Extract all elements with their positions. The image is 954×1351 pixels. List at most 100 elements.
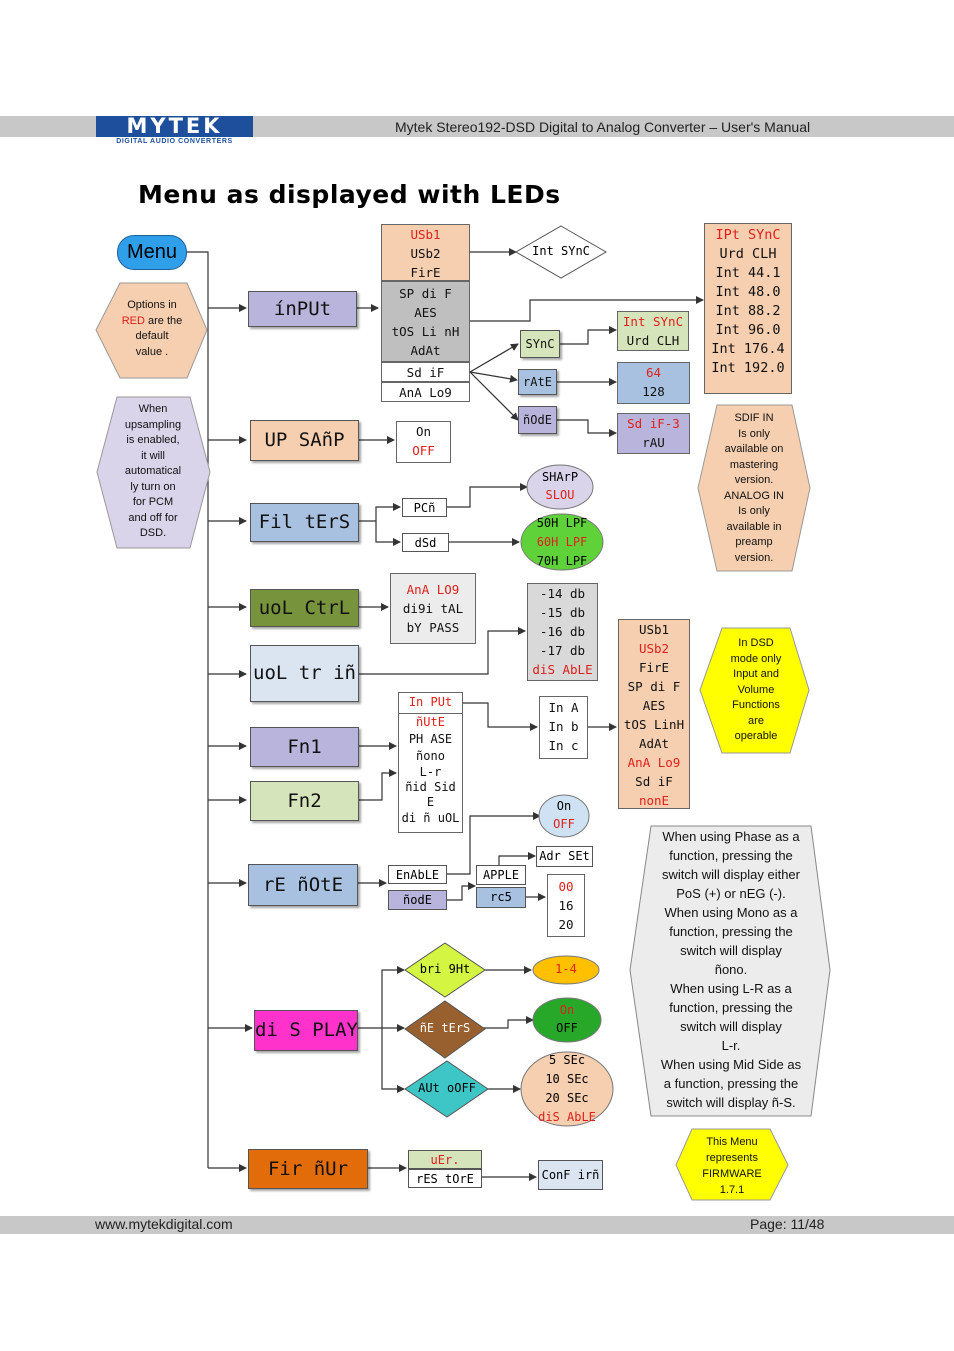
note-line: version. (734, 551, 774, 564)
remote-enable-box[interactable]: EnAbLE (388, 865, 447, 884)
menu-item-voltrim[interactable]: uoL tr iñ (250, 645, 359, 702)
clock-option: Int 44.1 (715, 265, 781, 281)
page-title: Menu as displayed with LEDs (138, 180, 561, 209)
note-line: mastering (729, 458, 779, 471)
fn-source-option: USb2 (638, 641, 670, 656)
note-line: available in (726, 520, 782, 533)
fn-source-option: AES (642, 698, 666, 713)
menu-item-volctrl[interactable]: uoL CtrL (250, 589, 359, 627)
menu-item-remote[interactable]: rE ñOtE (248, 864, 358, 906)
option-aes: AES (414, 305, 437, 320)
remote-mode-box[interactable]: ñodE (388, 890, 447, 910)
remote-apple-box[interactable]: APPLE (476, 865, 526, 885)
firmware-version-box: uEr. (408, 1150, 482, 1169)
filter-option-60k: 60H LPF (536, 535, 588, 549)
menu-item-filters[interactable]: Fil tErS (250, 503, 359, 542)
clock-option: Int 48.0 (715, 284, 781, 300)
menu-root[interactable]: Menu (117, 235, 187, 270)
menu-item-fn1[interactable]: Fn1 (250, 727, 359, 767)
upsampling-note-text: When upsampling is enabled, it will auto… (108, 402, 198, 542)
meters-diamond (404, 1000, 486, 1059)
voltrim-option: -16 db (539, 624, 586, 639)
note-line: function, pressing the (669, 1000, 793, 1015)
auto-off-option: 5 SEc (548, 1053, 586, 1067)
option-analog-label: AnA Lo9 (399, 385, 452, 400)
sdif-mode-button[interactable]: ñOdE (518, 406, 557, 434)
filter-dsd-box[interactable]: dSd (402, 533, 449, 552)
input-digital-group: SP di F AES tOS Li nH AdAt (381, 281, 470, 362)
rate-option: 64 (645, 365, 662, 380)
mode-options-box: Sd iF-3 rAU (617, 413, 690, 454)
firmware-restore-box[interactable]: rES tOrE (408, 1169, 482, 1188)
option-fire: FirE (410, 265, 441, 280)
auto-off-options: 5 SEc 10 SEc 20 SEc diS AbLE (521, 1051, 613, 1127)
menu-item-input[interactable]: ínPUt (248, 291, 357, 327)
filter-option-70k: 70H LPF (536, 554, 588, 568)
note-line: Volume (737, 683, 775, 696)
fn-option: PH ASE (408, 732, 453, 746)
clock-option: Int 176.4 (711, 341, 785, 357)
sdif-rate-button[interactable]: rAtE (518, 369, 557, 395)
sdif-sync-button[interactable]: SYnC (520, 330, 560, 358)
note-line: switch will display either (662, 867, 800, 882)
option-spdif: SP di F (399, 286, 452, 301)
note-line: Input and (733, 668, 779, 680)
note-line: switch will display ñ-S. (666, 1095, 796, 1110)
fn-source-option: nonE (638, 793, 670, 808)
fn-input-sources-box: USb1 USb2 FirE SP di F AES tOS LinH AdAt… (618, 619, 690, 809)
footer-url[interactable]: www.mytekdigital.com (95, 1216, 233, 1232)
firmware-note-text: This Menu represents FIRMWARE 1.7.1 (690, 1134, 774, 1198)
fn-source-option: FirE (638, 660, 670, 675)
auto-off-diamond (404, 1060, 489, 1118)
remote-adr-set-box[interactable]: Adr SEt (536, 846, 593, 867)
default-note-line: default (135, 330, 169, 342)
option-usb1: USb1 (410, 227, 441, 242)
clock-option: Int 96.0 (715, 322, 781, 338)
note-line: In DSD (738, 637, 774, 649)
voltrim-option: -17 db (539, 643, 586, 658)
firmware-confirm-box[interactable]: ConF irñ (538, 1160, 603, 1190)
volctrl-option: di9i tAL (402, 601, 464, 616)
input-analog-option: AnA Lo9 (381, 382, 470, 402)
note-line: ly turn on (130, 480, 176, 493)
fn-input-options-box: In A In b In c (539, 696, 588, 759)
volctrl-option: bY PASS (406, 620, 460, 635)
note-line: preamp (735, 536, 773, 548)
clock-option: IPt SYnC (715, 227, 781, 243)
note-line: operable (734, 730, 778, 742)
voltrim-option: -14 db (539, 586, 586, 601)
input-usb-group: USb1 USb2 FirE (381, 224, 470, 281)
menu-item-upsamp[interactable]: UP SAñP (250, 420, 359, 461)
filter-pcm-ellipse (526, 464, 594, 510)
rc5-options-box: 00 16 20 (547, 874, 585, 937)
note-line: This Menu (706, 1136, 758, 1148)
fn-source-option: AnA Lo9 (627, 755, 681, 770)
note-line: upsampling (124, 418, 182, 431)
int-sync-diamond (515, 225, 607, 279)
menu-item-display[interactable]: di S PLAY (254, 1010, 358, 1051)
remote-rc5-box[interactable]: rc5 (476, 887, 526, 908)
upsamp-off: OFF (412, 443, 435, 458)
auto-off-label: AUt oOFF (418, 1081, 476, 1095)
default-note-line: value . (135, 345, 169, 358)
filter-option-50k: 50H LPF (536, 516, 588, 530)
input-sdif-option: Sd iF (381, 362, 470, 382)
default-note-rest: are the (144, 314, 183, 327)
fn-option: ñUtE (416, 715, 445, 729)
note-line: mode only (730, 652, 782, 665)
auto-off-ellipse (520, 1051, 614, 1127)
sync-option: Urd CLH (626, 333, 680, 348)
auto-off-option: 20 SEc (545, 1091, 589, 1105)
note-line: is enabled, (126, 434, 180, 446)
option-adat: AdAt (410, 343, 441, 358)
filter-pcm-box[interactable]: PCñ (402, 498, 447, 517)
spdif-note-text: SDIF IN Is only available on mastering v… (708, 411, 800, 566)
fn-input-option: In A (548, 700, 579, 715)
rc5-option: 20 (558, 917, 574, 932)
upsampling-note-shape (96, 396, 211, 549)
menu-item-fn2[interactable]: Fn2 (250, 781, 359, 821)
note-line: ANALOG IN (724, 489, 784, 502)
default-note-text: Options in RED are the default value . (104, 298, 200, 360)
sync-options-box: Int SYnC Urd CLH (617, 311, 689, 351)
menu-item-firmware[interactable]: Fir ñUr (248, 1149, 368, 1189)
